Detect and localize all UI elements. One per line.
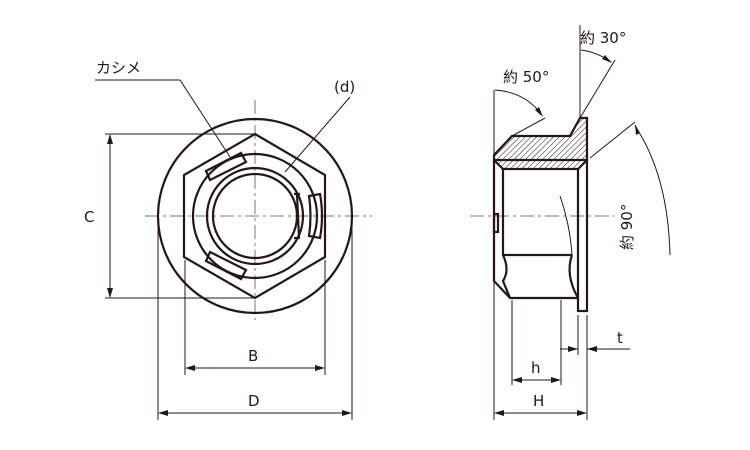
label-C: C <box>84 208 94 226</box>
side-view <box>470 25 671 420</box>
label-D: D <box>248 392 260 410</box>
label-B: B <box>248 347 258 365</box>
label-angle-50: 約 50° <box>503 68 549 86</box>
label-angle-30: 約 30° <box>580 29 626 47</box>
label-H: H <box>533 392 544 410</box>
front-view <box>95 79 372 420</box>
label-h: h <box>531 359 541 377</box>
crimp-mark <box>492 212 500 234</box>
crimp-segment-right <box>307 192 324 240</box>
crimp-segment-bottom <box>204 250 248 281</box>
label-d: (d) <box>334 78 355 96</box>
label-t: t <box>617 329 623 347</box>
nut-body <box>492 160 580 300</box>
crimp-segment-top <box>204 151 248 182</box>
ring-outer <box>191 152 319 280</box>
ring-mid <box>205 166 305 266</box>
label-angle-90: 約 90° <box>618 204 636 250</box>
label-kashime: カシメ <box>96 59 141 77</box>
flange-outline <box>156 117 354 315</box>
flange-section-hatch <box>492 116 589 171</box>
